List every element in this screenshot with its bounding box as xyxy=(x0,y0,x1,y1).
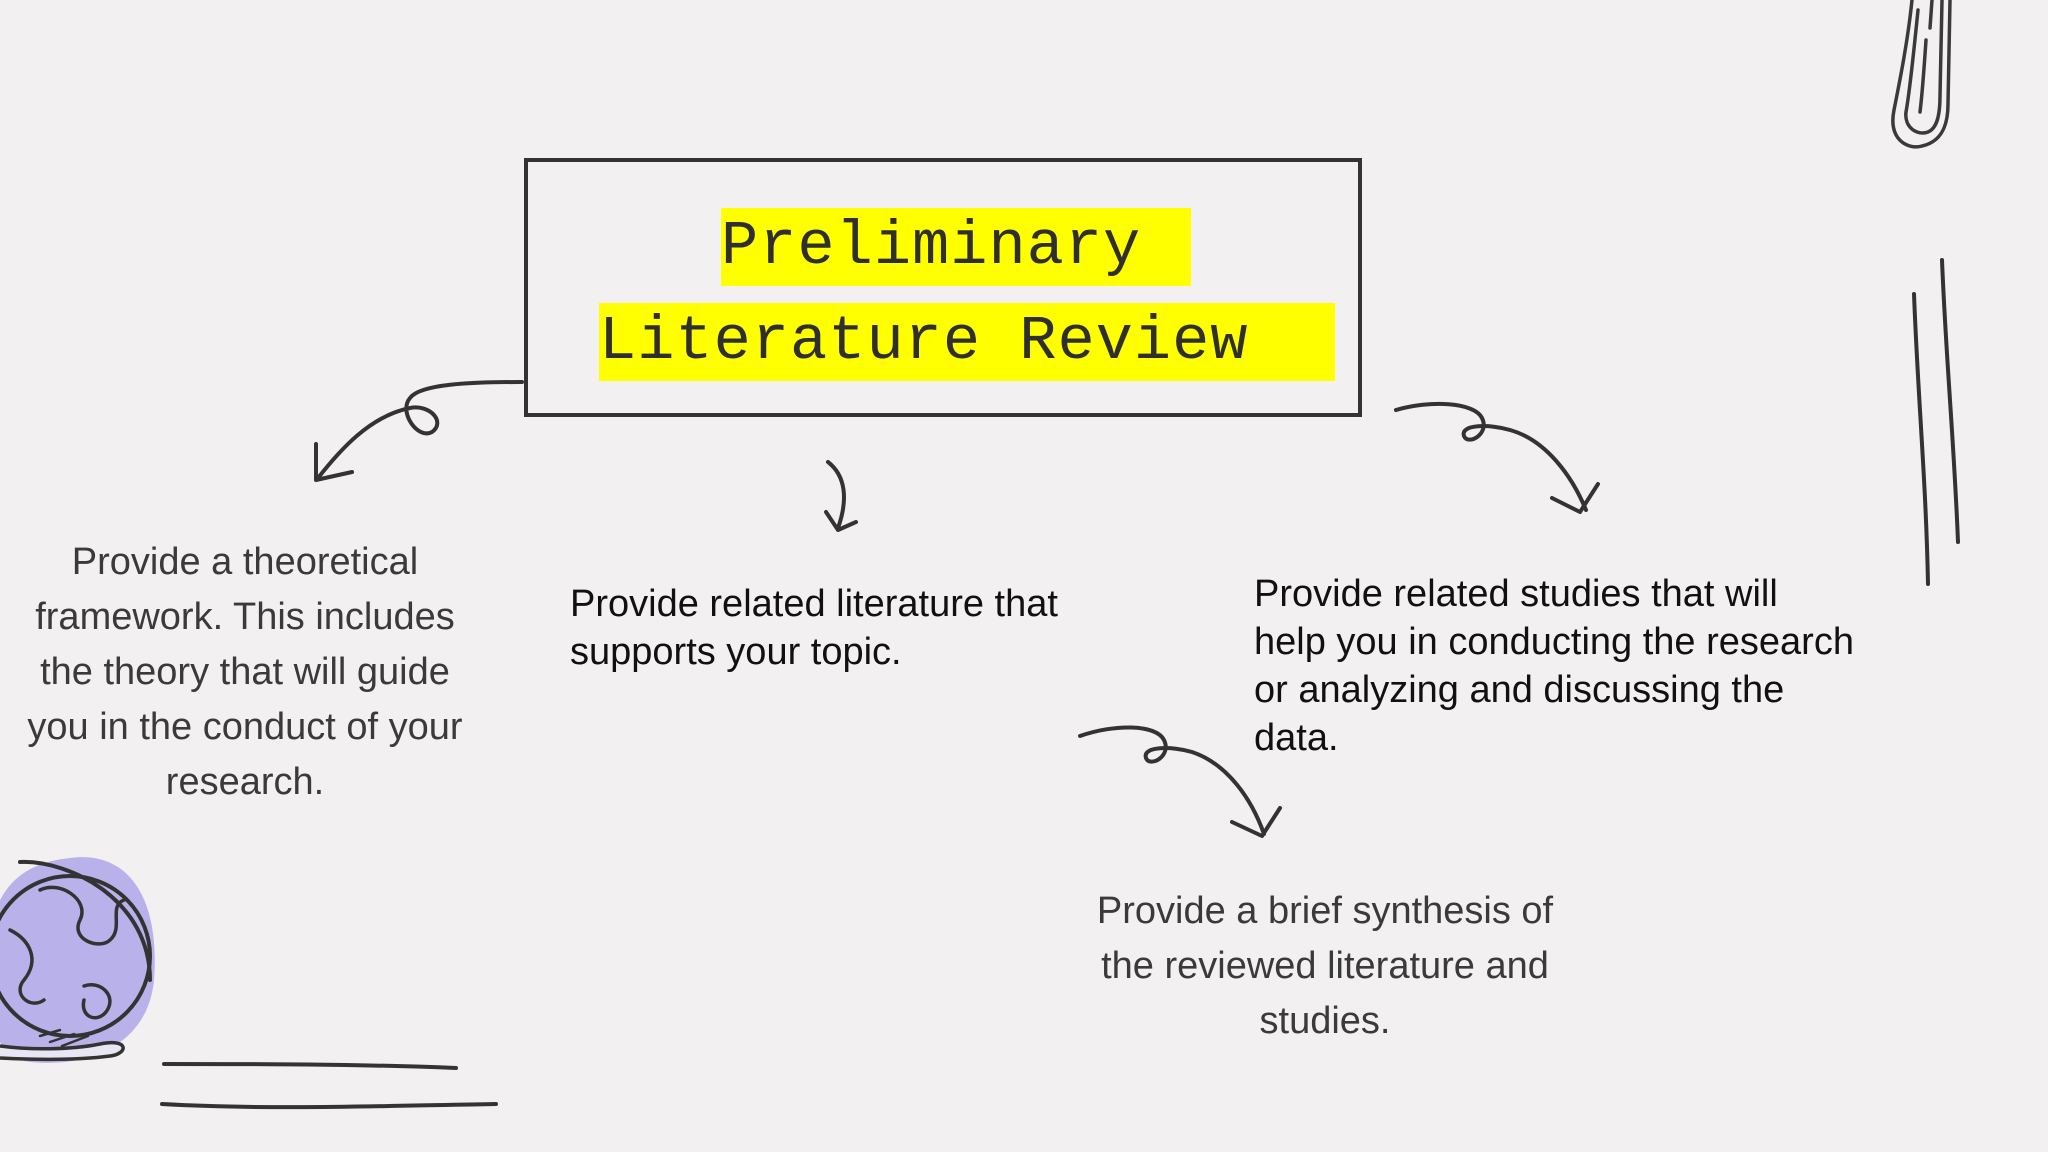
node-synthesis: Provide a brief synthesis of the reviewe… xyxy=(1096,890,1554,1042)
title-line-1: Preliminary xyxy=(721,208,1191,286)
globe-icon xyxy=(0,857,155,1063)
node-theoretical-framework: Provide a theoretical framework. This in… xyxy=(27,541,463,803)
paperclip-icon xyxy=(1891,0,1952,149)
node-related-literature: Provide related literature that supports… xyxy=(570,583,1058,673)
title-line-2: Literature Review xyxy=(599,303,1335,381)
arrow-to-middle-node xyxy=(824,460,858,532)
arrow-to-bottom-node xyxy=(1078,725,1282,838)
arrow-to-left-node xyxy=(314,380,524,482)
title-box: Preliminary Literature Review xyxy=(524,158,1362,417)
node-related-studies: Provide related studies that will help y… xyxy=(1254,573,1854,759)
vertical-strokes xyxy=(1912,258,1960,586)
horizontal-strokes xyxy=(160,1062,498,1110)
arrow-to-right-node xyxy=(1394,401,1600,514)
